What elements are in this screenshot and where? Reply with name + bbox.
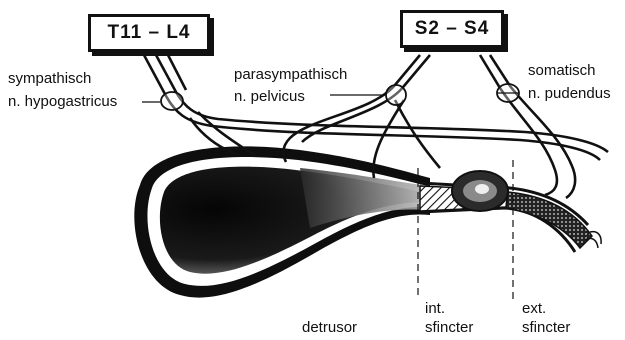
parasympathetic-nerve-name: n. pelvicus [234, 88, 305, 105]
segment-box-sacral: S2 – S4 [400, 10, 504, 48]
label-leader-lines [142, 93, 518, 102]
sympathetic-ganglion-marker [161, 92, 183, 110]
parasympathetic-ganglion-marker [386, 85, 406, 105]
external-sphincter-label-line2: sfincter [522, 319, 570, 336]
sympathetic-label: sympathisch [8, 70, 91, 87]
sympathetic-nerve-name: n. hypogastricus [8, 93, 117, 110]
somatic-nerve-name: n. pudendus [528, 85, 611, 102]
somatic-label: somatisch [528, 62, 596, 79]
internal-sphincter-label-line2: sfincter [425, 319, 473, 336]
distal-urethra [506, 192, 592, 248]
segment-box-thoracolumbar: T11 – L4 [88, 14, 210, 52]
detrusor-label: detrusor [302, 319, 357, 336]
sphincter-ring [452, 171, 508, 211]
internal-sphincter-label-line1: int. [425, 300, 445, 317]
parasympathetic-label: parasympathisch [234, 66, 347, 83]
external-sphincter-label-line1: ext. [522, 300, 546, 317]
